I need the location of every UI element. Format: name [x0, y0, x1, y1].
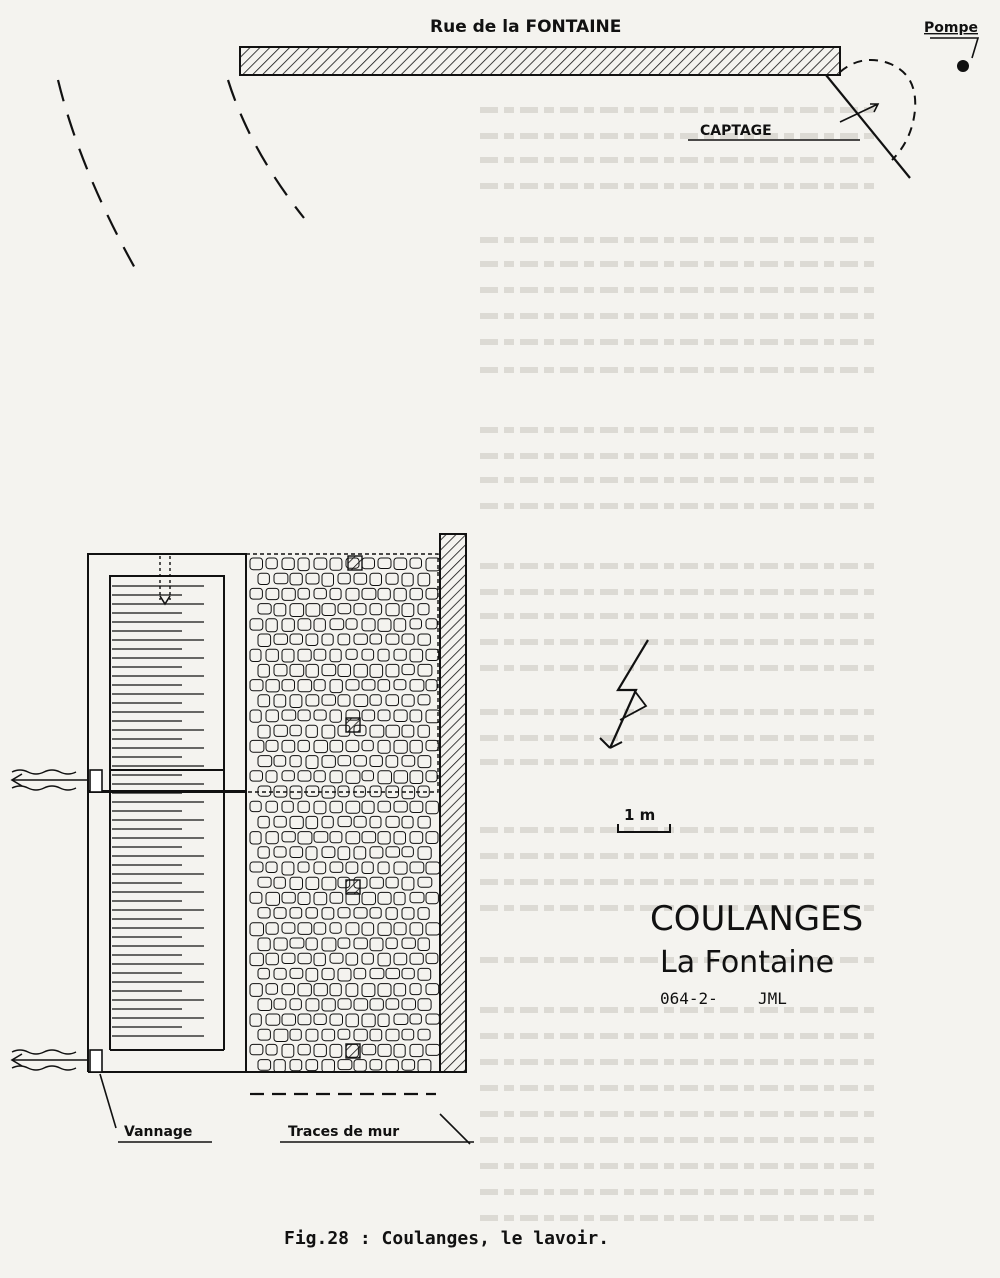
vannage-gate [89, 769, 103, 793]
cobblestone-paving [249, 557, 441, 1073]
bleed-through-text [480, 107, 880, 1221]
traces-label: Traces de mur [288, 1124, 399, 1140]
vannage-pointer [99, 1073, 117, 1129]
lavoir-basin [109, 575, 225, 771]
post-square-3 [345, 879, 361, 895]
vannage-label: Vannage [124, 1124, 192, 1140]
captage-arrow [839, 103, 880, 123]
captage-label: CAPTAGE [700, 123, 772, 139]
dashed-trace-inner [226, 79, 305, 219]
inlet-arrow [159, 556, 171, 600]
street-wall [239, 46, 841, 76]
pump-dot [957, 60, 969, 72]
lavoir-outer-frame [87, 553, 247, 792]
lavoir-back-wall [439, 533, 467, 1073]
traces-pointer [439, 1113, 471, 1145]
post-square-4 [345, 1043, 361, 1059]
street-label: Rue de la FONTAINE [430, 17, 621, 37]
scale-bar [617, 824, 671, 833]
lavoir-outer-frame-lower [88, 554, 246, 792]
pump-pointer [930, 37, 980, 59]
basin-step-lines [112, 585, 204, 1037]
site-code: 064-2- [660, 989, 718, 1008]
figure-caption: Fig.28 : Coulanges, le lavoir. [284, 1228, 609, 1249]
post-square-2 [345, 717, 361, 733]
outlet-flow-lower [10, 1049, 88, 1071]
dashed-trace-outer [56, 79, 137, 271]
captage-wall-line [825, 74, 911, 179]
site-subtitle: La Fontaine [660, 945, 834, 980]
north-arrow-icon [599, 639, 649, 749]
paving-boundary [245, 553, 439, 793]
site-author: JML [758, 989, 787, 1008]
post-square-1 [347, 555, 363, 571]
pump-label: Pompe [924, 20, 978, 36]
site-name: COULANGES [650, 899, 863, 939]
outlet-flow [10, 769, 88, 791]
scale-label: 1 m [624, 806, 655, 824]
vannage-gate-lower [89, 1049, 103, 1073]
inlet-arrowhead [159, 595, 171, 606]
